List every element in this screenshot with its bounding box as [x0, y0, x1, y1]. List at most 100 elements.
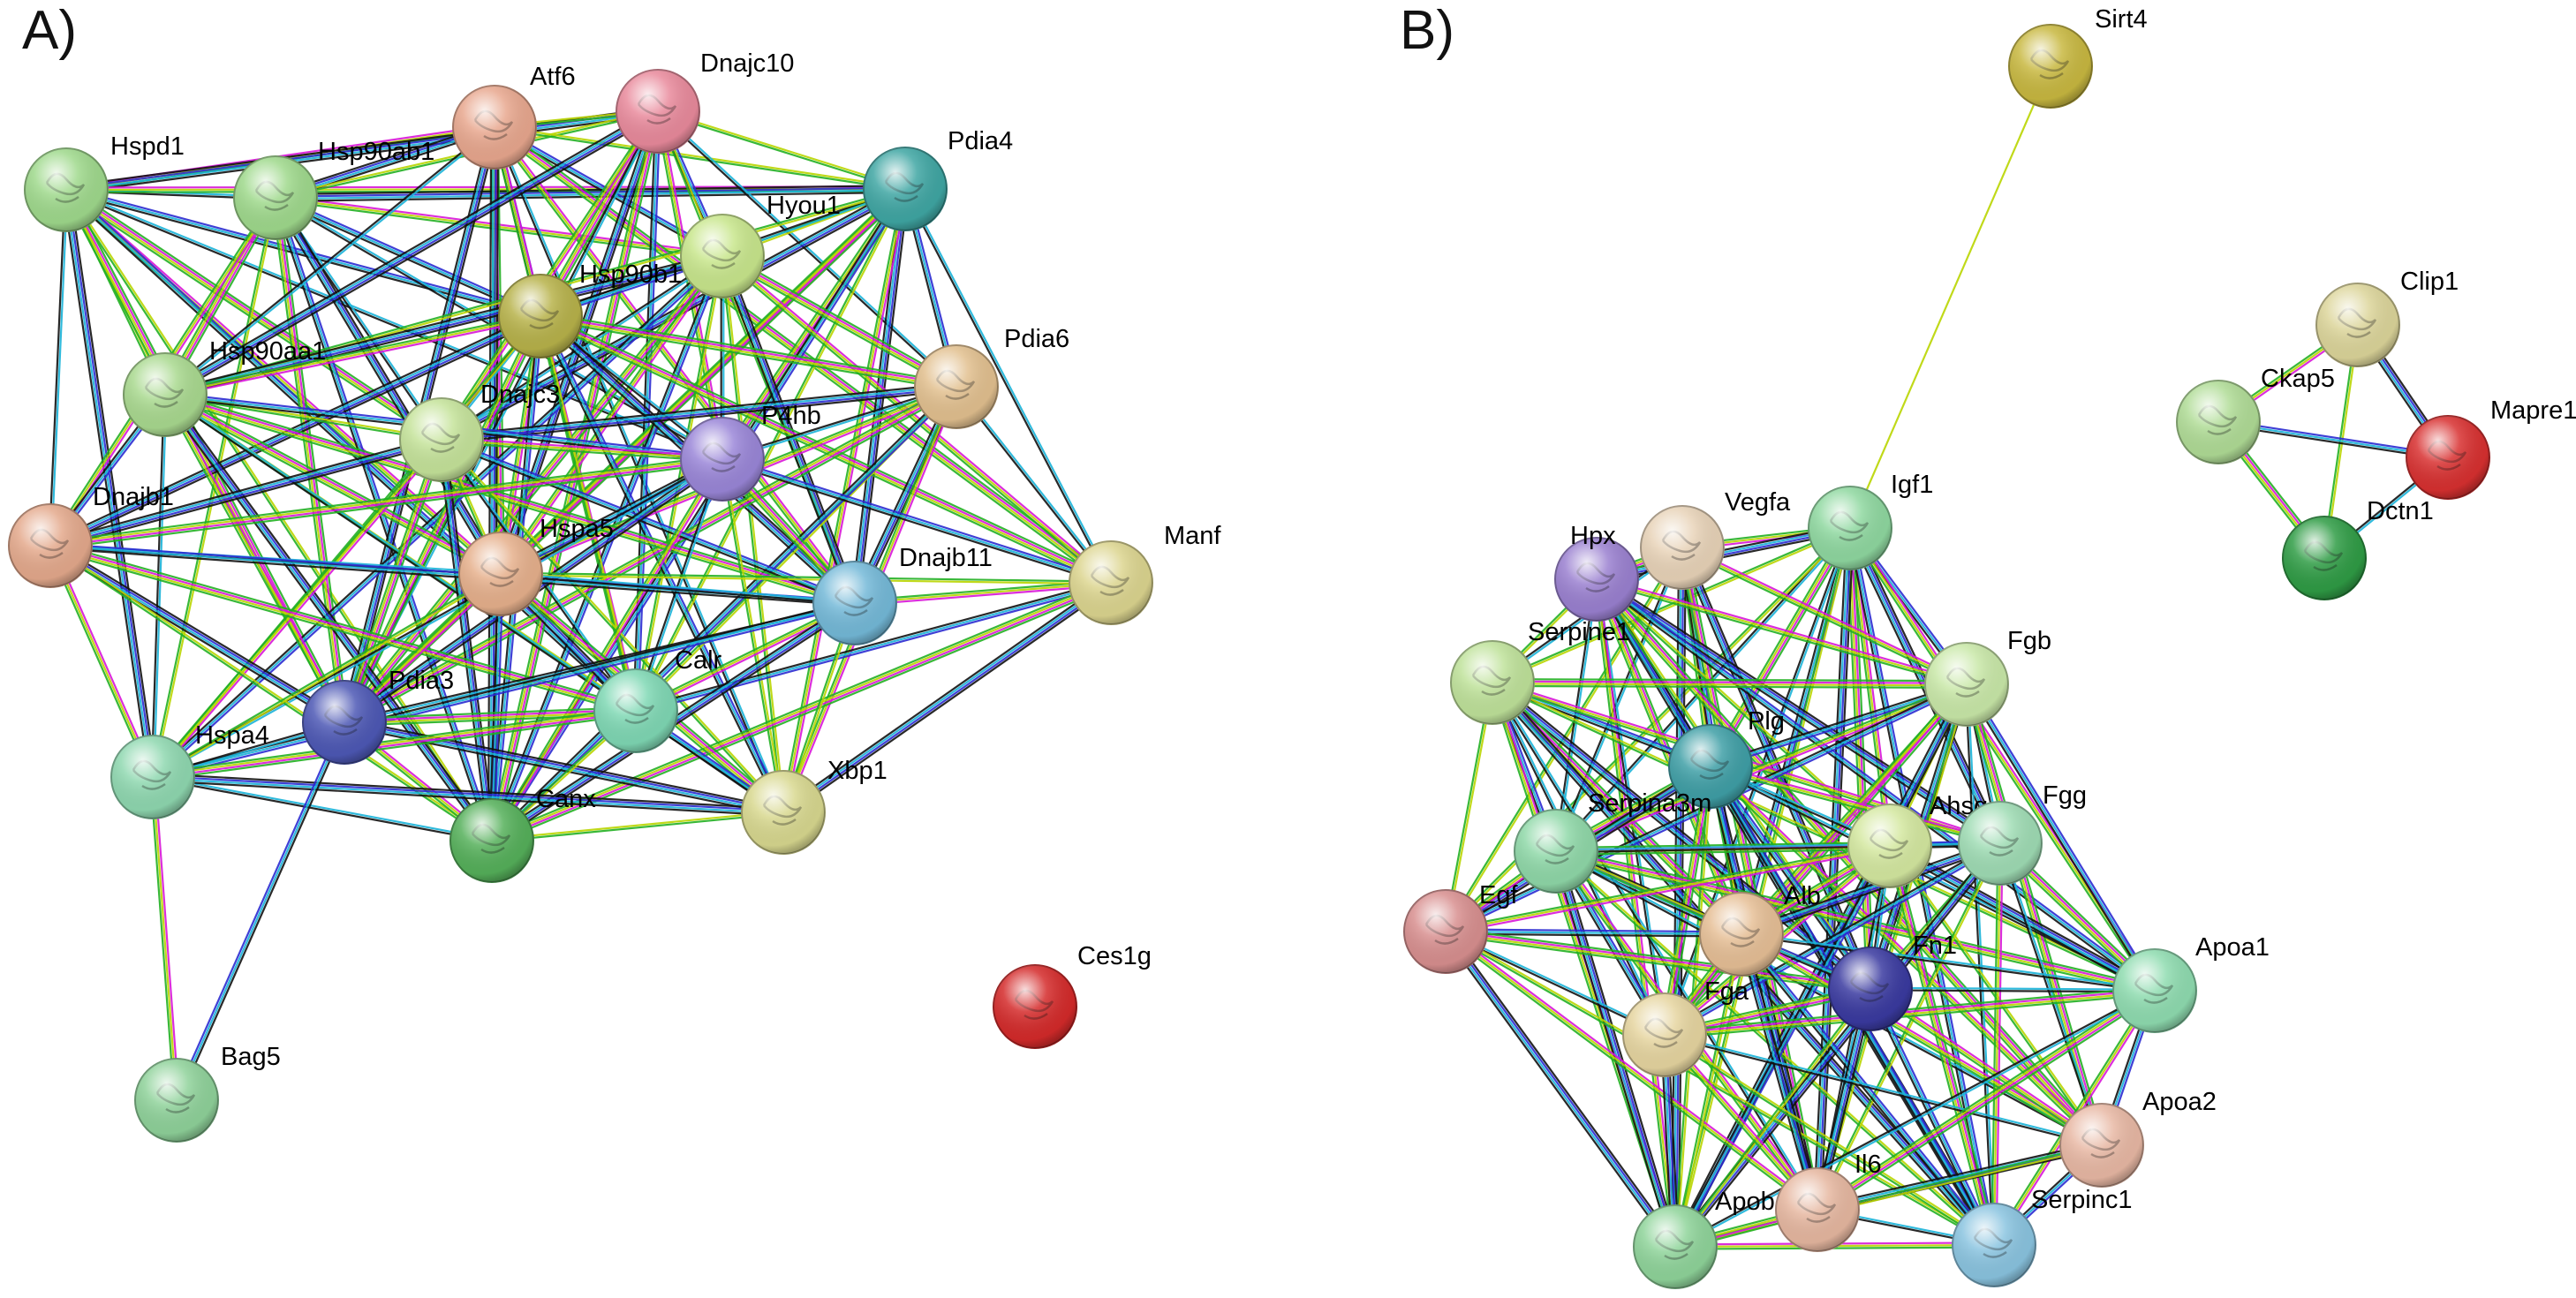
edge-line — [1890, 844, 2104, 1145]
edge-line — [342, 382, 956, 721]
node-igf1[interactable]: Igf1 — [1808, 471, 1933, 570]
edge-line — [152, 601, 856, 779]
edge-line — [636, 459, 725, 712]
node-hyou1[interactable]: Hyou1 — [680, 192, 841, 298]
node-label: Egf — [1479, 881, 1518, 909]
edge-line — [1445, 842, 1890, 931]
node-gloss — [864, 147, 947, 230]
node-hsp90aa1[interactable]: Hsp90aa1 — [123, 337, 326, 437]
node-canx[interactable]: Canx — [449, 785, 596, 883]
node-hspa5[interactable]: Hspa5 — [458, 515, 614, 616]
edge-line — [1871, 987, 1998, 1245]
node-alb[interactable]: Alb — [1699, 882, 1821, 977]
edge-line — [1674, 845, 1891, 1248]
node-dctn1[interactable]: Dctn1 — [2282, 497, 2434, 600]
edge-line — [488, 573, 500, 841]
node-label: Fga — [1704, 977, 1749, 1006]
edge-line — [150, 394, 165, 777]
edge-line — [1741, 683, 1968, 935]
node-gloss — [1555, 538, 1638, 621]
edge-line — [720, 459, 783, 813]
node-xbp1[interactable]: Xbp1 — [741, 757, 888, 855]
node-label: Manf — [1164, 522, 1221, 550]
edge-line — [50, 190, 69, 547]
panel-b-nodes: Sirt4Clip1Ckap5Mapre1Dctn1Igf1VegfaHpxSe… — [1403, 5, 2576, 1289]
edge-line — [487, 126, 493, 841]
node-mapre1[interactable]: Mapre1 — [2406, 396, 2576, 500]
edge-pdia6-pdia3 — [342, 382, 959, 727]
node-vegfa[interactable]: Vegfa — [1640, 488, 1791, 590]
edge-line — [1446, 847, 1891, 935]
edge-line — [1963, 684, 2154, 992]
node-fn1[interactable]: Fn1 — [1828, 932, 1957, 1031]
edge-line — [1817, 528, 1853, 1211]
node-fgg[interactable]: Fgg — [1958, 781, 2087, 886]
edge-apoa1-apob — [1673, 988, 2157, 1249]
edge-line — [438, 109, 657, 440]
node-hspa4[interactable]: Hspa4 — [110, 721, 269, 819]
edge-p4hb-dnajb1 — [49, 455, 723, 550]
edge-line — [50, 441, 443, 550]
edge-line — [340, 438, 440, 722]
node-clip1[interactable]: Clip1 — [2315, 268, 2459, 367]
node-egf[interactable]: Egf — [1403, 881, 1518, 974]
node-serpina3m[interactable]: Serpina3m — [1514, 789, 1711, 894]
edge-bag5-pdia3 — [173, 721, 348, 1102]
node-label: Fn1 — [1913, 932, 1957, 960]
edge-line — [441, 441, 722, 463]
node-dnajb1[interactable]: Dnajb1 — [8, 483, 174, 588]
edge-line — [491, 458, 723, 841]
edge-line — [50, 440, 442, 548]
node-calr[interactable]: Calr — [593, 646, 722, 753]
node-il6[interactable]: Il6 — [1775, 1151, 1882, 1252]
node-gloss — [1925, 643, 2008, 726]
edge-line — [493, 126, 638, 712]
node-apoa1[interactable]: Apoa1 — [2112, 933, 2270, 1033]
node-pdia4[interactable]: Pdia4 — [863, 127, 1013, 231]
edge-line — [1711, 764, 2104, 1144]
node-bag5[interactable]: Bag5 — [134, 1043, 281, 1143]
node-hspd1[interactable]: Hspd1 — [24, 132, 185, 232]
edge-canx-xbp1 — [491, 810, 784, 843]
node-gloss — [1069, 541, 1152, 624]
edge-line — [1556, 848, 1891, 856]
edge-line — [150, 253, 721, 776]
edge-line — [153, 604, 856, 781]
node-p4hb[interactable]: P4hb — [680, 402, 821, 502]
node-ahsg[interactable]: Ahsg — [1847, 792, 1988, 888]
node-apob[interactable]: Apob — [1633, 1188, 1775, 1289]
edge-hspa5-dnajb11 — [500, 571, 856, 606]
edge-line — [1741, 933, 2103, 1146]
node-dnajc3[interactable]: Dnajc3 — [399, 381, 560, 482]
edge-line — [1887, 848, 2154, 995]
edge-line — [1818, 992, 2157, 1214]
node-serpine1[interactable]: Serpine1 — [1450, 618, 1630, 725]
node-ces1g[interactable]: Ces1g — [993, 942, 1152, 1049]
node-apoa2[interactable]: Apoa2 — [2059, 1088, 2217, 1188]
node-dnajb11[interactable]: Dnajb11 — [812, 544, 993, 645]
edge-line — [1817, 843, 2003, 1211]
node-hsp90b1[interactable]: Hsp90b1 — [498, 260, 682, 358]
edge-hspd1-dnajb1 — [48, 189, 69, 547]
edge-line — [66, 188, 443, 440]
node-manf[interactable]: Manf — [1069, 522, 1221, 625]
node-fga[interactable]: Fga — [1622, 977, 1749, 1077]
node-gloss — [1515, 810, 1598, 893]
node-pdia6[interactable]: Pdia6 — [914, 325, 1069, 429]
node-sirt4[interactable]: Sirt4 — [2008, 5, 2148, 109]
edge-line — [633, 187, 905, 711]
node-pdia3[interactable]: Pdia3 — [302, 667, 454, 765]
node-hpx[interactable]: Hpx — [1554, 522, 1639, 622]
edge-line — [1663, 1035, 1994, 1248]
node-serpinc1[interactable]: Serpinc1 — [1952, 1186, 2132, 1287]
edge-hyou1-canx — [488, 254, 726, 842]
node-dnajc10[interactable]: Dnajc10 — [616, 49, 794, 154]
edge-hyou1-pdia6 — [720, 252, 959, 391]
node-atf6[interactable]: Atf6 — [452, 63, 576, 170]
node-hsp90ab1[interactable]: Hsp90ab1 — [233, 138, 434, 240]
node-plg[interactable]: Plg — [1668, 707, 1785, 809]
node-fgb[interactable]: Fgb — [1924, 627, 2051, 727]
edge-line — [1815, 527, 1850, 1210]
edge-line — [633, 458, 722, 711]
node-ckap5[interactable]: Ckap5 — [2176, 365, 2335, 464]
